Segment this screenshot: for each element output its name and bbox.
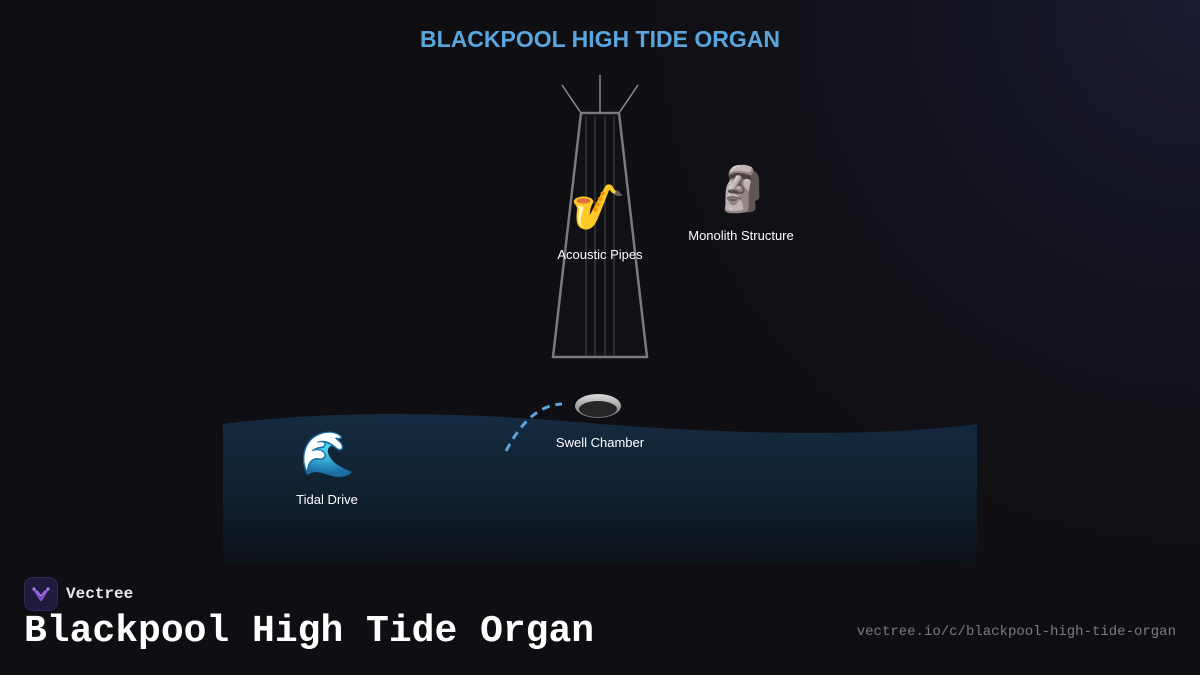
saxophone-icon: 🎷 (570, 182, 626, 233)
water-body (223, 414, 977, 565)
organ-tower (551, 75, 649, 359)
diagram-title: BLACKPOOL HIGH TIDE ORGAN (420, 26, 780, 52)
brand-name: Vectree (66, 585, 134, 603)
chamber-disc-icon (575, 394, 621, 418)
acoustic-pipes-label: Acoustic Pipes (557, 247, 643, 262)
vectree-logo-icon (24, 577, 58, 611)
swell-chamber-label: Swell Chamber (555, 435, 645, 450)
moai-icon: 🗿 (715, 164, 770, 215)
tidal-flow-line (504, 402, 563, 452)
wave-icon: 🌊 (300, 429, 355, 480)
footer-url[interactable]: vectree.io/c/blackpool-high-tide-organ (856, 624, 1176, 640)
brand: Vectree (24, 577, 133, 611)
footer-title: Blackpool High Tide Organ (24, 610, 595, 653)
tidal-drive-label: Tidal Drive (296, 492, 358, 507)
monolith-structure-label: Monolith Structure (688, 228, 794, 243)
